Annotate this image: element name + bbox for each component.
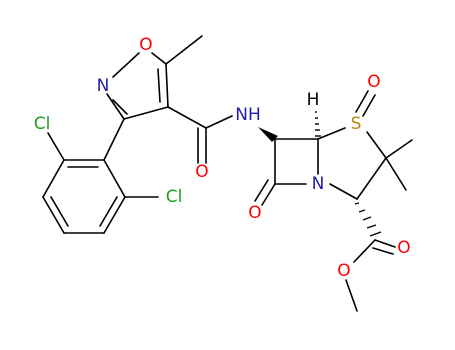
bond-aryl-cl-top <box>47 132 65 161</box>
bond-ring-c3-c4 <box>123 106 169 120</box>
bond-aryl-6 <box>103 159 126 198</box>
bond-ester-c-o <box>353 239 376 263</box>
atom-n-isoxazole: N <box>97 76 110 96</box>
bond-aryl-3-double <box>50 196 69 227</box>
bond-s-o-double <box>362 94 376 117</box>
bond-c4-carbonyl <box>167 106 207 129</box>
bond-ring-n-c3-double <box>112 99 128 115</box>
bond-c2-me1 <box>385 139 413 159</box>
atom-n-lactam: N <box>312 174 325 194</box>
bond-ring-c4-c5-double <box>157 68 161 103</box>
bond-ring-o-n <box>112 52 140 78</box>
atom-s-sulfoxide: S <box>351 114 362 134</box>
atom-o-ester-carbonyl: O <box>397 238 410 258</box>
bond-ester-o-me <box>345 279 358 312</box>
atom-o-amide: O <box>195 162 208 182</box>
bond-aryl-5 <box>103 196 126 234</box>
bond-aryl-5-double <box>99 196 118 227</box>
bond-ester-carbonyl-o <box>374 239 396 248</box>
hash-c5-h <box>315 111 321 137</box>
bond-ring-o-c5 <box>151 52 167 65</box>
atom-o-isoxazole: O <box>139 35 152 55</box>
bond-c2-c3 <box>356 157 387 200</box>
bonds <box>42 35 413 312</box>
atom-labels: O N Cl Cl NH O H S O N O O O <box>34 35 411 281</box>
bond-ring-c4-c5 <box>165 63 169 108</box>
bond-c3-aryl <box>103 118 125 161</box>
bond-c5-s <box>317 127 346 140</box>
bond-s-c2 <box>366 131 387 159</box>
bond-s-o <box>355 90 369 113</box>
wedge-c6-nh <box>258 127 278 142</box>
bond-ring-n-c3 <box>106 93 125 120</box>
atom-nh-amide: NH <box>235 105 261 125</box>
bond-c7-o-double <box>254 179 269 202</box>
atom-h-bridgehead: H <box>307 90 320 110</box>
atom-cl-top: Cl <box>34 114 51 134</box>
bond-ester-carbonyl-o-double <box>372 247 394 255</box>
bond-aryl-3 <box>42 196 65 234</box>
bond-c5-methyl <box>165 35 203 65</box>
atom-o-lactam: O <box>248 203 261 223</box>
bond-aryl-2 <box>42 159 65 198</box>
bond-c2-me2 <box>385 157 407 191</box>
bond-carbonyl-nh <box>205 115 233 129</box>
hash-c3-ester <box>354 202 382 237</box>
atom-cl-bottom: Cl <box>166 187 183 207</box>
atom-o-ester-ether: O <box>337 261 350 281</box>
atom-o-sulfoxide: O <box>367 72 380 92</box>
bond-c3-n4 <box>329 183 358 200</box>
bond-c7-o <box>261 183 276 206</box>
